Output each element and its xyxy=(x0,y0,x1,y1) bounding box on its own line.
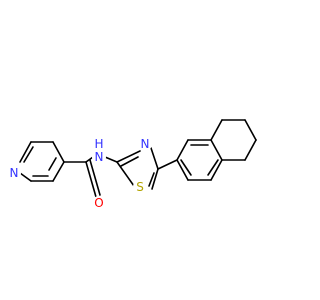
pyridine-nitrogen-label: N xyxy=(7,166,21,180)
nitrogen-to-thiazole-bond xyxy=(104,156,118,163)
amide-nh-label: N H xyxy=(92,137,106,164)
pyridine-inner-bond xyxy=(23,146,34,163)
cyclohexane-bond xyxy=(210,119,223,141)
bond-layer xyxy=(19,119,257,198)
thiazole-sulfur-text: S xyxy=(136,180,144,194)
aryl-bond xyxy=(176,139,189,161)
thiazole-nitrogen-text: N xyxy=(141,137,150,151)
aryl-bond xyxy=(176,159,189,181)
aryl-inner-bond xyxy=(207,159,219,176)
thiazole-inner-bond xyxy=(148,172,155,187)
pyridine-bond xyxy=(19,172,32,182)
thiazole-bond xyxy=(116,150,141,163)
pyridine-nitrogen-text: N xyxy=(10,166,19,180)
atom-label-layer: N N H O N S xyxy=(7,137,152,210)
amide-nitrogen-text: N xyxy=(95,150,104,164)
amide-hydrogen-text: H xyxy=(94,137,103,151)
thiazole-bond xyxy=(150,147,159,170)
aryl-bond xyxy=(210,159,223,181)
thiazole-bond xyxy=(116,161,135,187)
cyclohexane-bond xyxy=(244,119,257,141)
thiazole-inner-bond xyxy=(120,156,139,167)
carbonyl-oxygen-text: O xyxy=(94,196,103,210)
carbonyl-double-bond-a xyxy=(85,161,97,198)
pyridine-bond xyxy=(52,161,65,182)
pyridine-bond xyxy=(19,141,32,163)
aryl-bond xyxy=(210,139,223,161)
carbonyl-oxygen-label: O xyxy=(92,196,106,210)
thiazole-nitrogen-label: N xyxy=(138,137,152,151)
pyridine-bond xyxy=(52,141,65,163)
thiazole-bond xyxy=(151,168,159,190)
thiazole-sulfur-label: S xyxy=(133,180,147,194)
pyridine-inner-bond xyxy=(48,157,57,171)
aryl-inner-bond xyxy=(180,159,192,176)
chemical-structure: N N H O N S xyxy=(7,119,257,210)
carbonyl-double-bond-b xyxy=(89,159,101,196)
cyclohexane-bond xyxy=(244,139,257,161)
thiazole-to-aryl-bond xyxy=(157,159,178,170)
